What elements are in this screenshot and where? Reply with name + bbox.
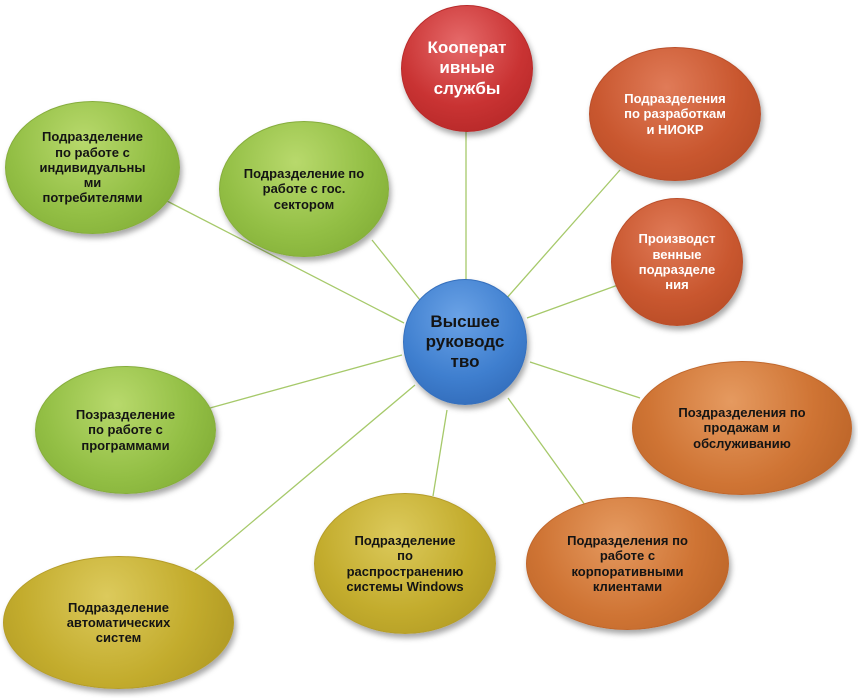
connector-individuals	[164, 199, 405, 324]
node-windows-label: Подразделение по распространению системы…	[346, 532, 464, 594]
node-government-label: Подразделение по работе с гос. сектором	[243, 166, 365, 212]
node-individuals: Подразделение по работе с индивидуальны …	[5, 101, 180, 234]
node-corporate: Подразделения по работе с корпоративными…	[526, 497, 729, 630]
node-windows: Подразделение по распространению системы…	[314, 493, 496, 634]
node-center: Высшее руководс тво	[403, 279, 527, 405]
node-corporate-label: Подразделения по работе с корпоративными…	[567, 532, 688, 594]
node-individuals-label: Подразделение по работе с индивидуальны …	[39, 129, 146, 206]
connector-automation	[194, 384, 416, 571]
connector-corporate	[507, 397, 586, 506]
node-automation: Подразделение автоматических систем	[3, 556, 234, 689]
connector-windows	[432, 409, 448, 497]
node-production: Производст венные подразделе ния	[611, 198, 743, 326]
node-production-label: Производст венные подразделе ния	[638, 231, 716, 293]
connector-software	[209, 354, 403, 409]
connector-rnd	[504, 169, 621, 301]
node-cooperative: Кооперат ивные службы	[401, 5, 533, 132]
connector-sales	[529, 361, 641, 399]
node-rnd-label: Подразделения по разработкам и НИОКР	[624, 91, 726, 137]
node-software-label: Позразделение по работе с программами	[75, 407, 176, 453]
node-cooperative-label: Кооперат ивные службы	[427, 38, 507, 98]
node-sales-label: Поздразделения по продажам и обслуживани…	[678, 405, 806, 451]
connector-production	[526, 284, 619, 319]
node-center-label: Высшее руководс тво	[425, 311, 505, 372]
node-software: Позразделение по работе с программами	[35, 366, 216, 494]
node-rnd: Подразделения по разработкам и НИОКР	[589, 47, 761, 181]
connector-government	[371, 239, 421, 301]
node-sales: Поздразделения по продажам и обслуживани…	[632, 361, 852, 495]
node-government: Подразделение по работе с гос. сектором	[219, 121, 389, 257]
node-automation-label: Подразделение автоматических систем	[66, 599, 171, 646]
